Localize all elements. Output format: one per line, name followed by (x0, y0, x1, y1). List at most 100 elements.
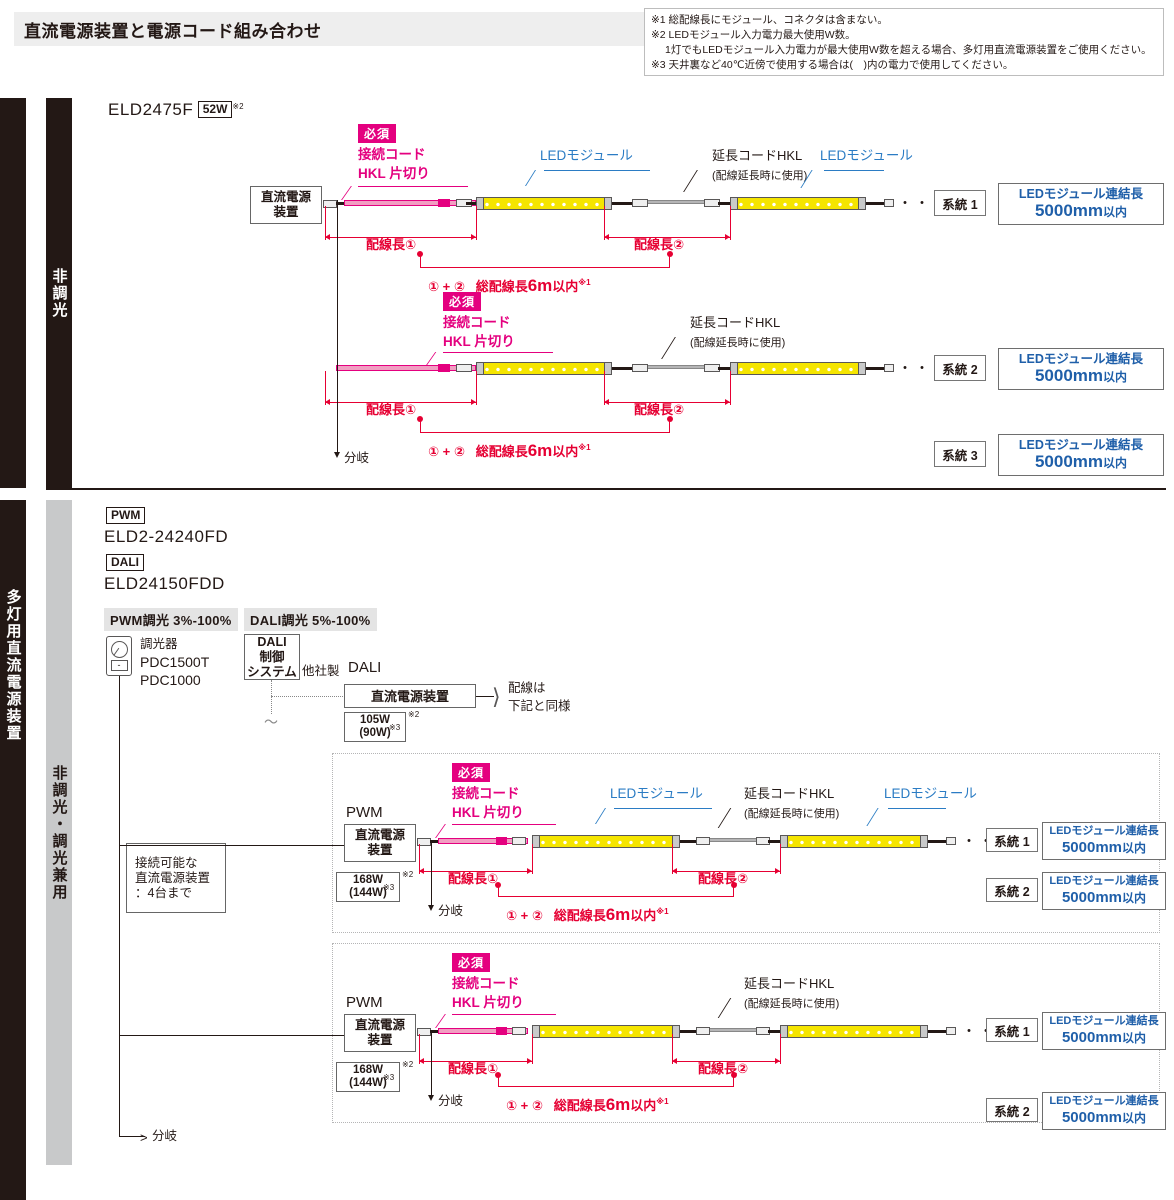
system-length-title-3: LEDモジュール連結長 (1018, 437, 1144, 452)
total-wiring-length-g2: ① + ② 総配線長6m以内※1 (506, 1095, 669, 1115)
connect-cord-leader-line-1 (358, 186, 468, 187)
dimmer-device-icon: - (106, 636, 132, 676)
dim-tick-g2d (780, 1034, 781, 1064)
pwm-watt-g2-sup3: ※3 (383, 1073, 395, 1082)
total-value-g2: 6m (605, 1095, 631, 1114)
total-wiring-length-2: ① + ② 総配線長6m以内※1 (428, 441, 591, 461)
dali-dc-power-supply-box: 直流電源装置 (344, 684, 476, 708)
psu-label-line2: 装置 (273, 205, 299, 219)
dim-tick-g2c (672, 1034, 673, 1064)
psu-watt-g1-l2: (144W) (349, 887, 387, 899)
psu-label-line1: 直流電源 (260, 190, 311, 204)
dim-tick-d1 (604, 371, 605, 405)
extension-cord-hkl-g1 (710, 838, 760, 842)
ext-cord-label-g2: 延長コードHKL (744, 976, 835, 991)
connectable-l1: 接続可能な (135, 855, 198, 870)
system-badge-g2-2: 系統 2 (986, 1098, 1038, 1122)
dim-tick-a2 (476, 206, 477, 240)
footnote-3: ※3 天井裏など40℃近傍で使用する場合は( )内の電力で使用してください。 (651, 59, 1014, 71)
required-badge-label-2: 必須 (443, 292, 482, 311)
system-badge-g1-1: 系統 1 (986, 828, 1038, 852)
branch-arrow-g1 (428, 905, 434, 911)
led-module-g1-1 (532, 835, 680, 848)
led-dots (738, 201, 858, 208)
cord-after-module-1 (612, 202, 638, 205)
same-as-below-l1: 配線は (508, 681, 546, 695)
total-prefix-1: ① + ② (428, 279, 465, 294)
wiring-length-1-label-g1: 配線長① (448, 871, 499, 886)
total-suffix-g2: 以内 (630, 1098, 657, 1113)
page-title: 直流電源装置と電源コード組み合わせ (24, 21, 322, 41)
total-sup-g1: ※1 (656, 907, 669, 916)
branch-label-top: 分岐 (344, 451, 370, 465)
cord-magenta-connector-g2 (496, 1027, 507, 1035)
led-module-leader-2 (824, 170, 884, 171)
footnote-2b: 1灯でもLEDモジュール入力電力が最大使用W数を超える場合、多灯用直流電源装置を… (665, 44, 1152, 56)
system-length-box-g2-1: LEDモジュール連結長 5000mm以内 (1042, 1012, 1166, 1050)
brace-icon: ⟩ (492, 684, 501, 709)
sidebar-label-non-dimming: 非調光 (46, 98, 72, 488)
total-bracket-dot-lg2 (495, 1072, 501, 1078)
system-length-box-g2-2: LEDモジュール連結長 5000mm以内 (1042, 1092, 1166, 1130)
system-length-box-2: LEDモジュール連結長 5000mm以内 (998, 348, 1164, 390)
system-badge-2: 系統 2 (934, 355, 986, 381)
total-bracket-dot-l1 (417, 251, 423, 257)
system-length-title-g1-1: LEDモジュール連結長 (1049, 825, 1159, 837)
pwm-dc-power-supply-box-g1: 直流電源 装置 (344, 824, 416, 862)
system-length-title-g2-1: LEDモジュール連結長 (1049, 1015, 1159, 1027)
cord-after-module-3 (612, 367, 638, 370)
dim-tick-g1b (532, 844, 533, 874)
wattage-badge-footnote: ※2 (232, 102, 244, 111)
led-module-3 (476, 362, 612, 375)
total-prefix-g1: ① + ② (506, 908, 543, 923)
connector-ext-1 (632, 199, 648, 207)
system-length-value-g2-1: 5000mm以内 (1061, 1029, 1147, 1046)
led-dots (484, 366, 604, 373)
cord-magenta-connector-1 (438, 199, 450, 207)
cord-magenta-connector-g1 (496, 837, 507, 845)
cord-after-module-g2 (680, 1030, 700, 1033)
ext-cord-label-2: 延長コードHKL (690, 315, 781, 330)
wiring-length-1-label-g2: 配線長① (448, 1061, 499, 1076)
dali-dimming-tag-wrap: DALI調光 5%-100% (244, 608, 377, 631)
connect-cord-leader-line-2 (443, 352, 553, 353)
ext-cord-label-g1: 延長コードHKL (744, 786, 835, 801)
dali-ctrl-l1: DALI (257, 634, 287, 649)
led-module-leader-diag-1 (525, 170, 551, 186)
ext-cord-label-1: 延長コードHKL (712, 148, 803, 163)
total-text-g1: 総配線長 (553, 908, 606, 923)
total-bracket-g1 (498, 885, 734, 897)
dimmer-model-2: PDC1000 (140, 672, 201, 688)
total-suffix-1: 以内 (552, 279, 579, 294)
branch-arrow-main: > (140, 1130, 148, 1145)
pwm-watt-g1-sup3: ※3 (383, 883, 395, 892)
dali-mark-label: DALI (348, 659, 382, 676)
wiring-length-2-dim (604, 234, 730, 240)
connect-cord-label-g2a: 接続コード (452, 976, 520, 991)
led-module-2 (730, 197, 866, 210)
required-badge-label-g2: 必須 (452, 953, 491, 972)
total-bracket-dot-r1 (667, 251, 673, 257)
connect-cord-hkl-g1 (438, 838, 528, 844)
wiring-length-2-dim-g2 (672, 1058, 780, 1064)
system-length-box-3: LEDモジュール連結長 5000mm以内 (998, 434, 1164, 476)
total-bracket-dot-rg2 (731, 1072, 737, 1078)
system-length-value-g2-2: 5000mm以内 (1061, 1109, 1147, 1126)
dali-badge-box: DALI (106, 554, 144, 573)
connectable-psu-note-box: 接続可能な 直流電源装置 ：4台まで (126, 843, 226, 913)
led-dots (540, 839, 672, 846)
pwm-label-g1: PWM (346, 804, 383, 821)
dali-control-system-box: DALI 制御 システム (244, 634, 300, 680)
sidebar-label-multi-lamp-psu: 多灯用直流電源装置 (0, 520, 26, 810)
end-connector-2 (884, 364, 894, 372)
cord-link-g1b (768, 840, 780, 843)
led-module-leader-1 (544, 170, 650, 171)
pwm-badge: PWM (106, 507, 146, 524)
extension-cord-hkl-2 (648, 365, 710, 369)
required-badge-1: 必須 (358, 124, 397, 143)
edge-bar-top (0, 98, 26, 488)
led-module-1 (476, 197, 612, 210)
required-badge-label-1: 必須 (358, 124, 397, 143)
pwm-watt-g1-sup2: ※2 (402, 870, 414, 879)
total-sup-g2: ※1 (656, 1097, 669, 1106)
